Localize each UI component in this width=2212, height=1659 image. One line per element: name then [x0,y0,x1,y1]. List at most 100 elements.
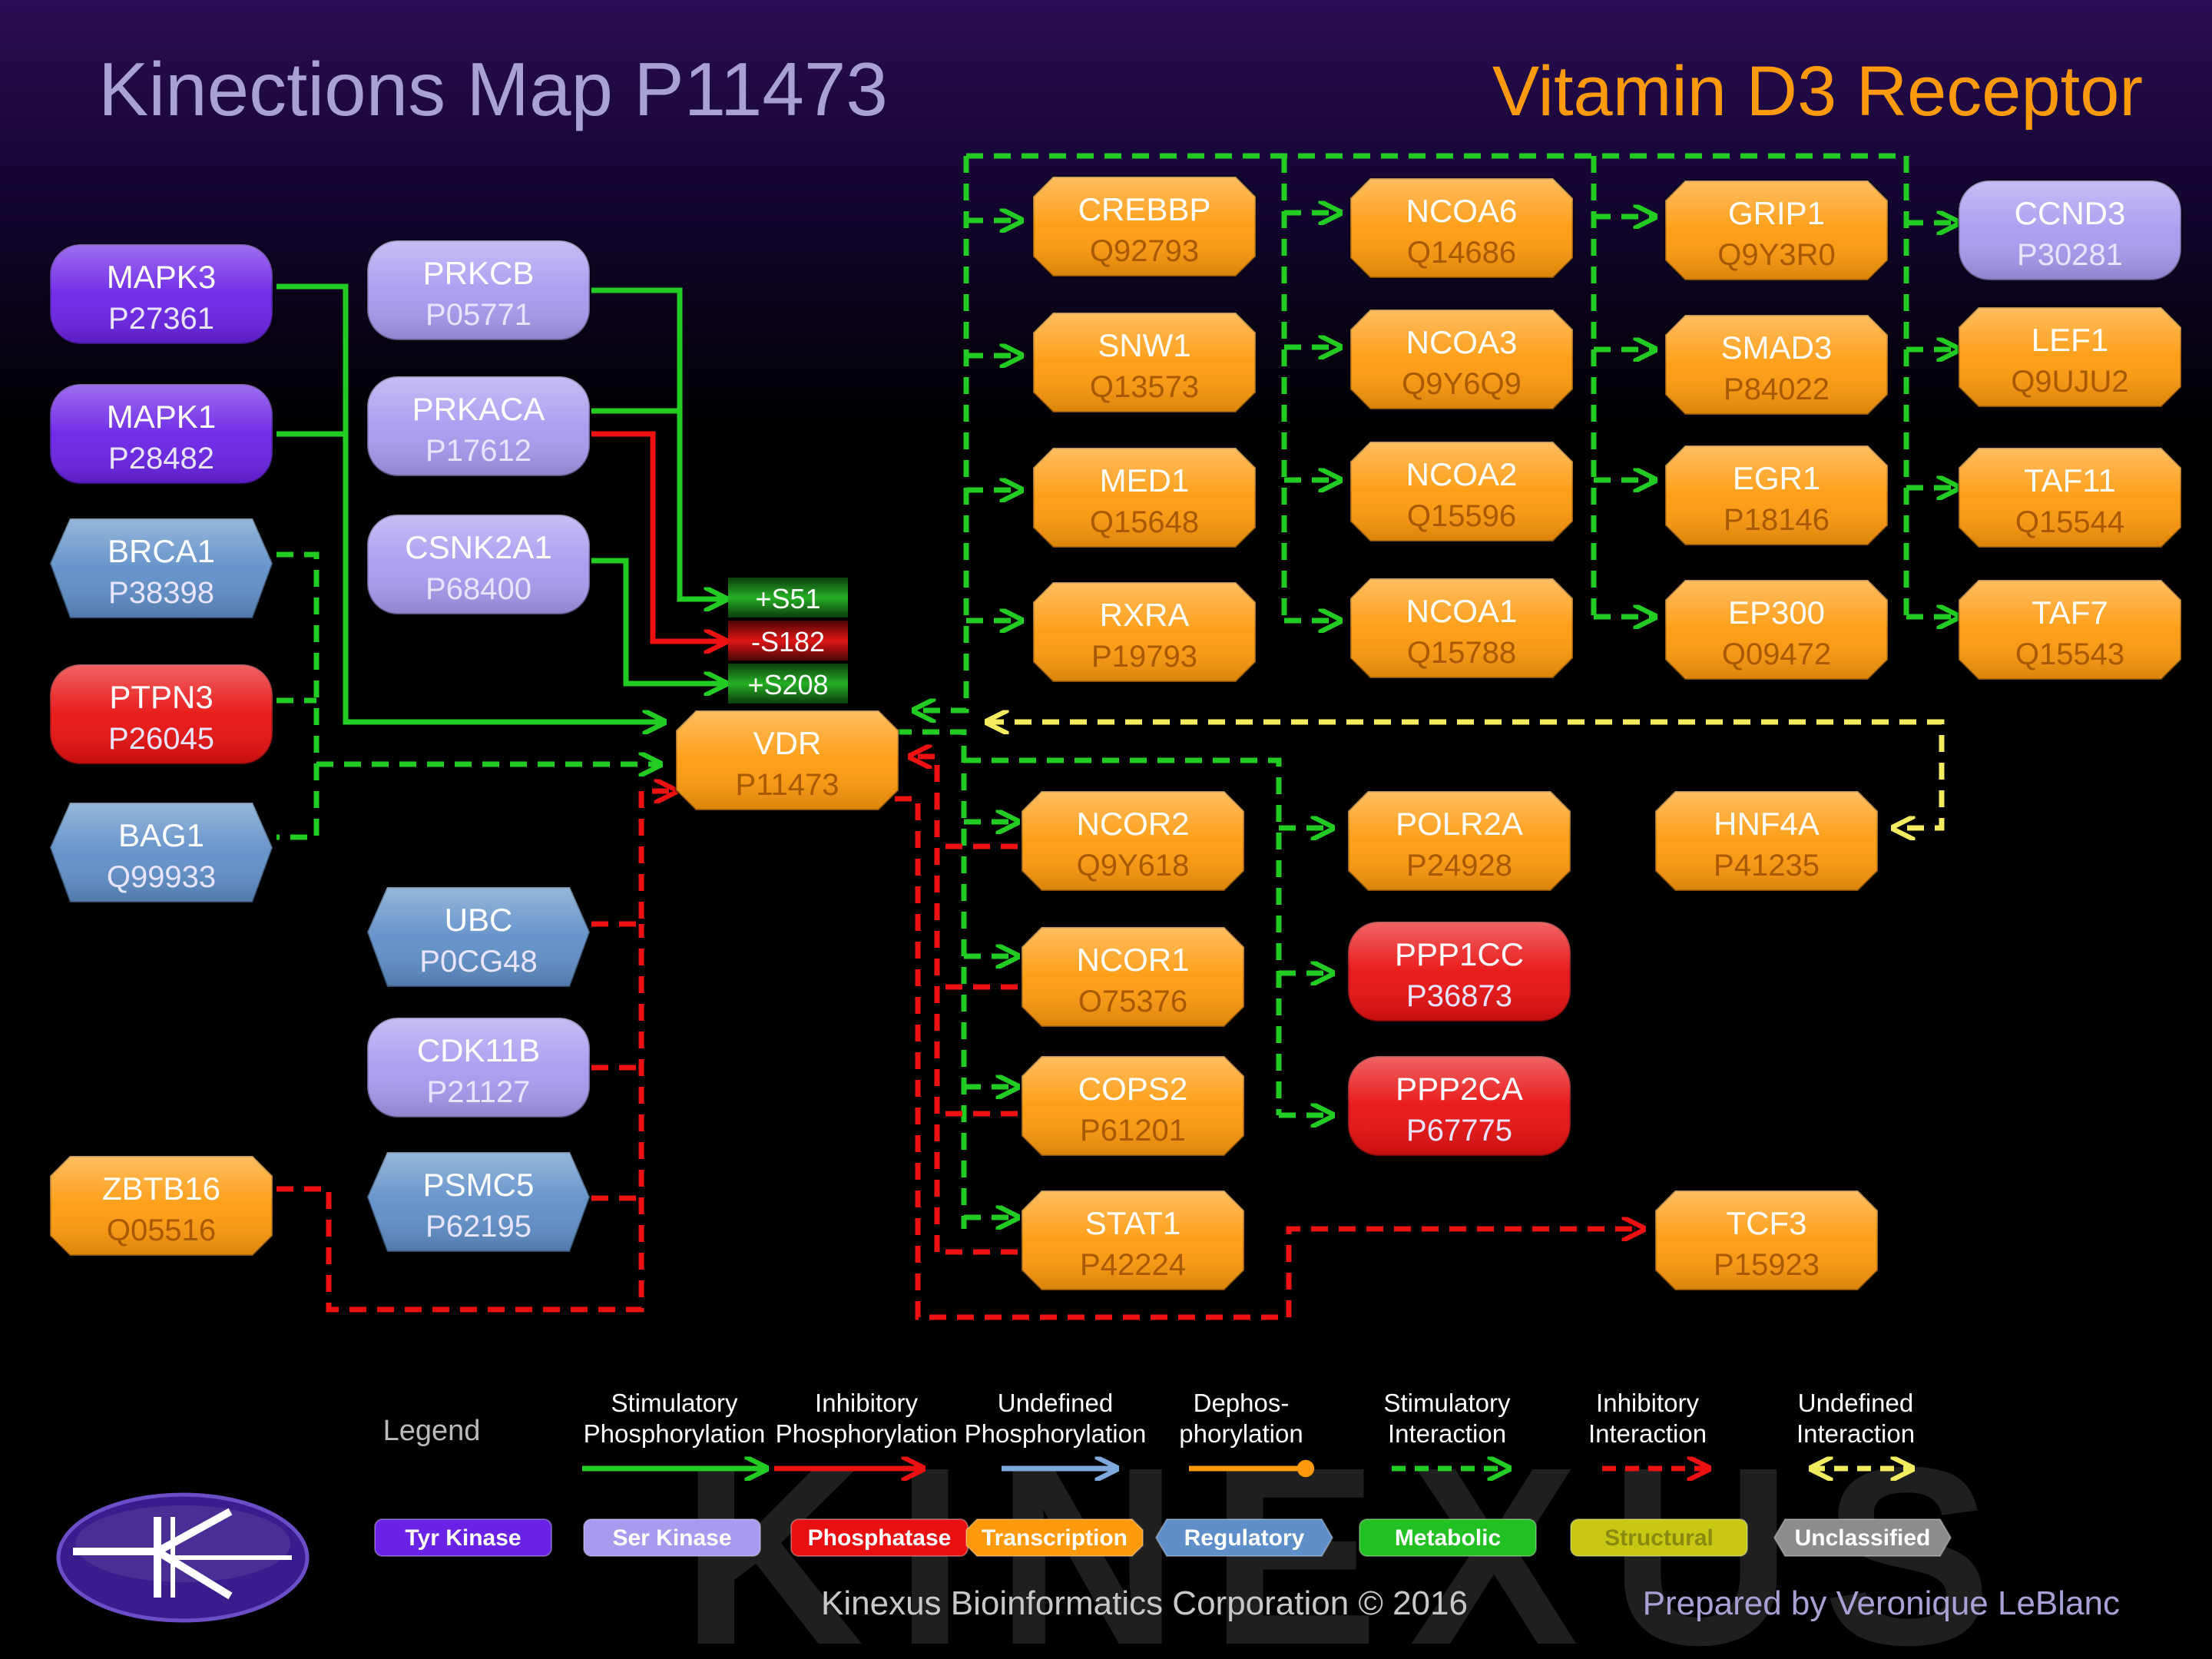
site-s208[interactable]: +S208 [747,669,828,700]
edge-lower-bus [895,729,967,1229]
edges [276,153,1959,1320]
node-gloss [50,803,273,902]
edge-mapk3-vdr [276,283,664,722]
node-accession-label: Q15596 [1407,499,1516,533]
node-gloss [1350,178,1573,278]
site-s51-box [728,578,848,618]
node-gene-label: TAF11 [2024,462,2116,498]
edge-ubc-vdr [591,791,676,927]
legend-category-met: Metabolic [1359,1518,1537,1557]
node-gloss [1959,580,2181,680]
legend-dephos-l1: Dephos- [1194,1389,1290,1417]
prepared-by: Prepared by Veronique LeBlanc [1643,1584,2120,1622]
node-accession-label: P38398 [108,576,214,610]
node-accession-label: Q14686 [1407,236,1516,270]
node-gloss [1033,582,1256,682]
node-vdr[interactable]: VDR P11473 [674,709,900,812]
legend-chip [583,1518,761,1557]
node-gene-label: EGR1 [1733,460,1820,496]
node-gene-label: GRIP1 [1728,195,1825,231]
node-gloss [1665,315,1888,415]
node-accession-label: Q15648 [1090,505,1199,539]
node-accession-label: Q15544 [2015,505,2124,539]
node-gene-label: RXRA [1100,597,1190,633]
legend-category-uncl: Unclassified [1773,1518,1952,1557]
node-gloss [50,664,273,764]
edge-brca1-vdr [276,551,320,840]
legend-category-label: Transcription [982,1525,1128,1551]
node-gloss [1022,927,1244,1027]
legend-category-label: Metabolic [1395,1525,1501,1551]
node-accession-label: P61201 [1080,1114,1186,1147]
node-accession-label: P42224 [1080,1248,1186,1282]
node-accession-label: P11473 [736,768,839,802]
node-accession-label: P17612 [426,434,531,468]
node-gene-label: PTPN3 [109,679,213,715]
legend-inhib-int-l1: Inhibitory [1596,1389,1699,1417]
legend-undef-int-l1: Undefined [1798,1389,1913,1417]
node-gloss [1665,180,1888,280]
node-gloss [1959,307,2181,407]
legend-chip [374,1518,552,1557]
node-gloss [1959,448,2181,548]
site-s182[interactable]: -S182 [751,626,825,657]
legend-category-phos: Phosphatase [790,1518,969,1557]
node-accession-label: Q9UJU2 [2011,365,2128,399]
node-accession-label: P24928 [1406,849,1512,882]
legend-inhib-phos-l2: Phosphorylation [776,1419,958,1448]
node-accession-label: P28482 [108,442,214,475]
node-gloss [367,1018,590,1118]
legend-title: Legend [383,1415,481,1447]
node-gloss [367,240,590,340]
site-s51[interactable]: +S51 [755,583,820,614]
node-accession-label: P67775 [1406,1114,1512,1147]
node-accession-label: P36873 [1406,979,1512,1013]
node-gloss [367,515,590,614]
edge-csnk2a1-s208 [591,558,726,684]
node-gloss [1033,448,1256,548]
protein-name: Vitamin D3 Receptor [1492,52,2143,131]
legend-category-reg: Regulatory [1154,1518,1334,1557]
copyright: Kinexus Bioinformatics Corporation © 201… [821,1584,1468,1622]
node-gloss [367,1152,590,1252]
node-gene-label: VDR [753,725,822,761]
